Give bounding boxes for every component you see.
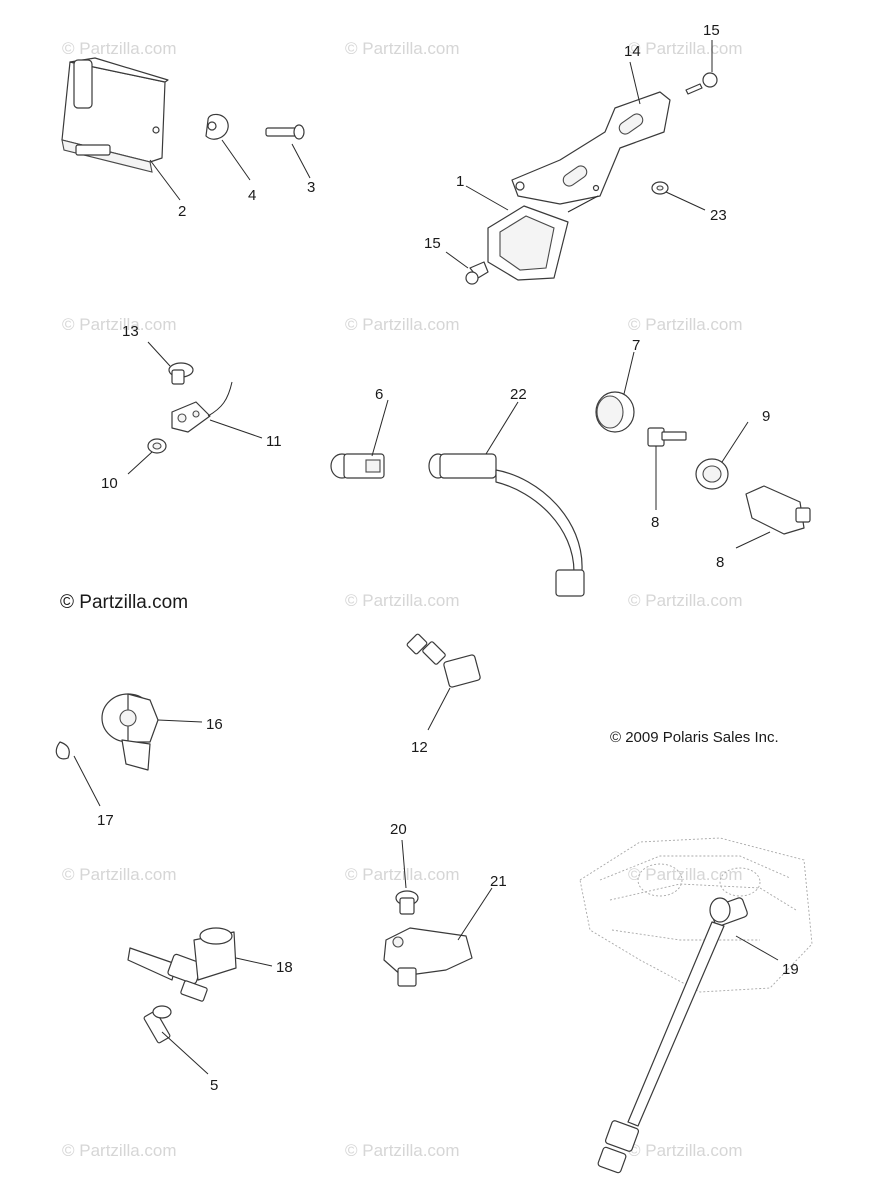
- part-17-clip[interactable]: [55, 741, 101, 807]
- callout-23: 23: [710, 207, 727, 224]
- callout-6: 6: [375, 386, 383, 403]
- main-watermark: © Partzilla.com: [60, 592, 188, 613]
- callout-18: 18: [276, 959, 293, 976]
- callout-11: 11: [266, 433, 282, 450]
- part-22-sensor-with-lead[interactable]: [428, 401, 585, 597]
- part-20-bolt[interactable]: [395, 839, 419, 915]
- callout-9: 9: [762, 408, 770, 425]
- callout-2: 2: [178, 203, 186, 220]
- part-3-bolt[interactable]: [265, 124, 311, 179]
- watermark: © Partzilla.com: [628, 39, 743, 58]
- part-8-switch[interactable]: [735, 485, 811, 549]
- part-14-bracket[interactable]: [511, 61, 671, 205]
- part-19-sensor-long-lead[interactable]: [597, 897, 779, 1174]
- watermark: © Partzilla.com: [345, 39, 460, 58]
- callout-17: 17: [97, 812, 114, 829]
- callout-12: 12: [411, 739, 428, 756]
- part-10-o-ring[interactable]: [127, 438, 167, 475]
- callout-labels: 1 2 3 4 5 6 7 8 8 9 10 11 12 13 14 15 15…: [97, 22, 799, 1094]
- callout-8-switch: 8: [716, 554, 724, 571]
- watermark: © Partzilla.com: [628, 865, 743, 884]
- part-11-sensor[interactable]: [171, 381, 263, 439]
- watermark: © Partzilla.com: [345, 865, 460, 884]
- callout-4: 4: [248, 187, 256, 204]
- callout-8-key: 8: [651, 514, 659, 531]
- part-13-bolt[interactable]: [147, 341, 194, 385]
- watermark: © Partzilla.com: [62, 315, 177, 334]
- callout-13: 13: [122, 323, 139, 340]
- part-15-screw-bottom[interactable]: [445, 251, 489, 285]
- callout-19: 19: [782, 961, 799, 978]
- callout-15-top: 15: [703, 22, 720, 39]
- part-9-grommet[interactable]: [695, 421, 749, 490]
- callout-16: 16: [206, 716, 223, 733]
- callout-3: 3: [307, 179, 315, 196]
- watermark: © Partzilla.com: [62, 39, 177, 58]
- callout-5: 5: [210, 1077, 218, 1094]
- callout-1: 1: [456, 173, 464, 190]
- part-15-screw-top[interactable]: [685, 40, 718, 95]
- callout-14: 14: [624, 43, 641, 60]
- copyright-notice: © 2009 Polaris Sales Inc.: [610, 729, 779, 746]
- watermark: © Partzilla.com: [628, 315, 743, 334]
- part-16-knock-sensor[interactable]: [101, 693, 203, 771]
- watermark: © Partzilla.com: [345, 591, 460, 610]
- part-4-clamp[interactable]: [205, 113, 251, 181]
- part-6-sensor-plug[interactable]: [330, 399, 389, 479]
- watermark: © Partzilla.com: [345, 315, 460, 334]
- callout-7: 7: [632, 337, 640, 354]
- watermark: © Partzilla.com: [62, 1141, 177, 1160]
- callout-21: 21: [490, 873, 507, 890]
- part-8-key[interactable]: [647, 427, 687, 510]
- watermark: © Partzilla.com: [345, 1141, 460, 1160]
- part-18-crank-sensor[interactable]: [127, 927, 273, 1002]
- part-23-nut[interactable]: [651, 181, 706, 211]
- callout-20: 20: [390, 821, 407, 838]
- engine-reference-outline: [579, 837, 813, 993]
- part-2-ecu-module[interactable]: [61, 57, 181, 201]
- part-12-temp-sensor[interactable]: [406, 633, 481, 731]
- watermark: © Partzilla.com: [628, 591, 743, 610]
- watermark: © Partzilla.com: [62, 865, 177, 884]
- callout-15-bottom: 15: [424, 235, 441, 252]
- callout-22: 22: [510, 386, 527, 403]
- part-7-cap[interactable]: [595, 351, 635, 433]
- watermark: © Partzilla.com: [628, 1141, 743, 1160]
- callout-10: 10: [101, 475, 118, 492]
- part-21-map-sensor[interactable]: [383, 887, 493, 987]
- watermark-grid: © Partzilla.com © Partzilla.com © Partzi…: [62, 39, 743, 1160]
- part-1-module[interactable]: [465, 185, 599, 281]
- part-5-bolt[interactable]: [143, 1005, 209, 1075]
